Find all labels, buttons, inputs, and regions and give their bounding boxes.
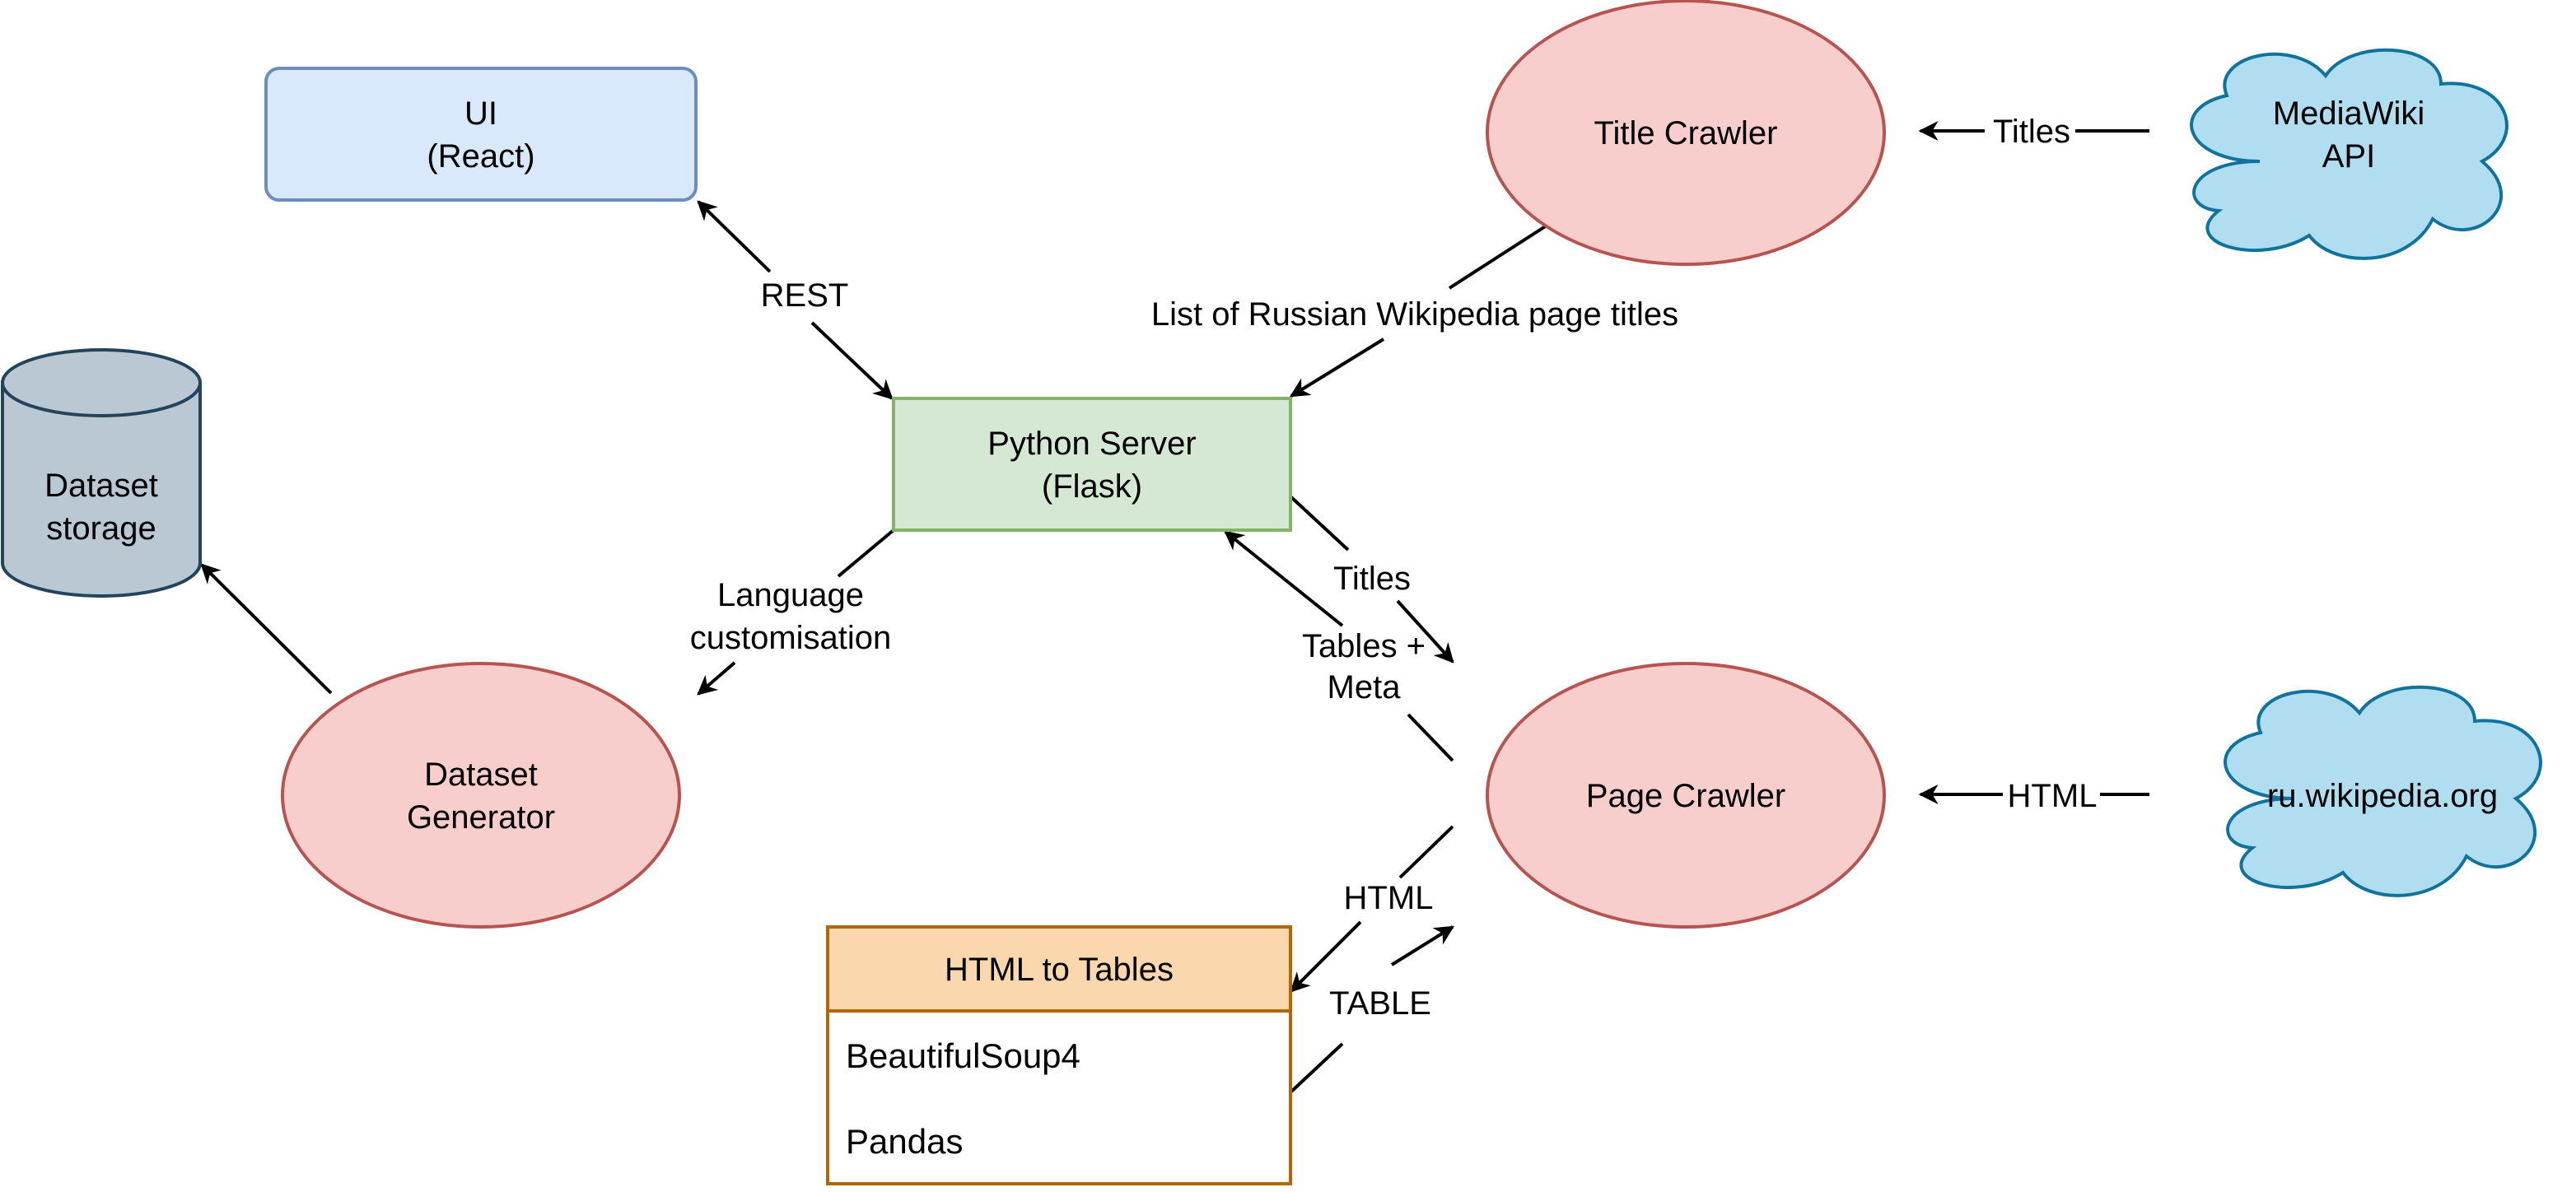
dataset-generator-ellipse	[281, 662, 681, 929]
label-language-line2: customisation	[690, 620, 892, 656]
mediawiki-title: MediaWiki	[2273, 95, 2424, 132]
page-crawler-label: Page Crawler	[1586, 778, 1785, 814]
edge-labels: REST Titles List of Russian Wikipedia pa…	[690, 114, 2098, 1022]
node-dataset-storage: Dataset storage	[1, 348, 202, 598]
edge-table-upper	[1390, 925, 1455, 966]
edge-tables-meta-upper	[1224, 530, 1344, 627]
title-crawler-ellipse	[1486, 0, 1886, 266]
python-server-box	[892, 397, 1292, 532]
dataset-generator-subtitle: Generator	[407, 799, 555, 836]
edge-table-lower	[1290, 1042, 1344, 1093]
storage-subtitle: storage	[46, 510, 156, 547]
ui-box	[264, 67, 698, 202]
node-python-server: Python Server (Flask)	[892, 397, 1292, 532]
ui-title: UI	[464, 95, 497, 132]
html-to-tables-item-beautifulsoup: BeautifulSoup4	[846, 1036, 1080, 1075]
edge-titles-server-lower	[1396, 599, 1454, 664]
title-crawler-label: Title Crawler	[1594, 115, 1778, 151]
edge-tables-meta-lower	[1407, 713, 1454, 762]
html-to-tables-item-pandas: Pandas	[846, 1122, 963, 1161]
edge-page-titles-upper	[1448, 224, 1548, 290]
node-dataset-generator: Dataset Generator	[281, 662, 681, 929]
edge-rest-upper	[697, 200, 772, 273]
ui-subtitle: (React)	[427, 138, 534, 175]
python-server-subtitle: (Flask)	[1042, 468, 1142, 505]
label-html-page: HTML	[2008, 778, 2098, 814]
storage-cylinder-top	[1, 382, 202, 417]
edge-html-tables-lower	[1290, 920, 1362, 993]
label-titles-api: Titles	[1993, 114, 2070, 150]
mediawiki-subtitle: API	[2322, 138, 2375, 175]
label-table: TABLE	[1329, 985, 1431, 1022]
label-html-tables: HTML	[1344, 880, 1434, 916]
node-title-crawler: Title Crawler	[1486, 0, 1886, 266]
label-titles-server: Titles	[1333, 561, 1411, 597]
html-to-tables-title: HTML to Tables	[945, 952, 1174, 988]
label-tables-meta-line1: Tables +	[1302, 628, 1426, 664]
label-language-line1: Language	[717, 577, 864, 613]
edge-rest-lower	[810, 321, 894, 400]
edge-titles-server-upper	[1290, 496, 1350, 552]
edge-generator-to-storage	[200, 563, 333, 695]
storage-title: Dataset	[44, 468, 158, 504]
node-ui: UI (React)	[264, 67, 698, 202]
edge-language-upper	[837, 528, 895, 578]
node-mediawiki-api	[2190, 48, 2508, 260]
label-page-titles: List of Russian Wikipedia page titles	[1151, 296, 1678, 333]
wikipedia-label: ru.wikipedia.org	[2267, 778, 2498, 814]
edge-html-tables-upper	[1398, 825, 1454, 879]
page-crawler-ellipse	[1486, 662, 1886, 929]
edge-page-titles-lower	[1289, 338, 1385, 398]
label-tables-meta-line2: Meta	[1328, 669, 1402, 705]
label-rest: REST	[761, 277, 849, 314]
edges	[200, 121, 2149, 1093]
edge-language-lower	[697, 661, 736, 696]
node-page-crawler: Page Crawler	[1486, 662, 1886, 929]
mediawiki-cloud-icon	[2190, 48, 2508, 260]
html-to-tables-header	[826, 925, 1292, 1013]
wikipedia-cloud-icon	[2224, 685, 2542, 897]
python-server-title: Python Server	[987, 426, 1196, 462]
dataset-generator-title: Dataset	[424, 757, 538, 793]
node-html-to-tables: HTML to Tables BeautifulSoup4 Pandas	[826, 925, 1292, 1185]
node-ru-wikipedia	[2224, 685, 2542, 897]
